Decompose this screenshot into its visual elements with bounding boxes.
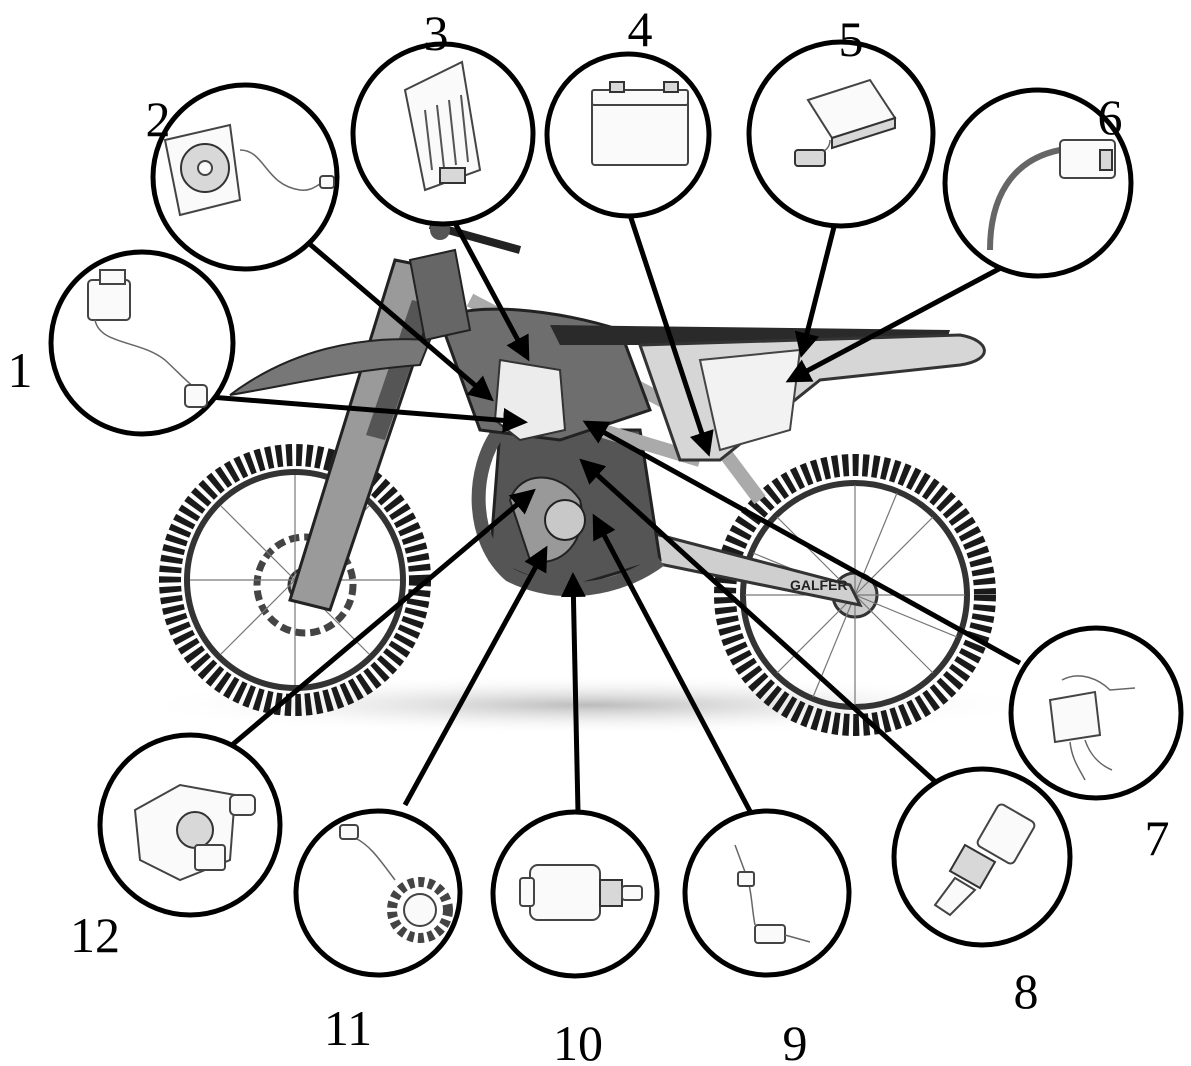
callout-number-8: 8 (1014, 963, 1039, 1019)
callout-10 (493, 812, 657, 976)
callout-number-2: 2 (146, 91, 171, 147)
arrow-10 (573, 577, 578, 812)
callout-number-11: 11 (324, 1000, 372, 1056)
callout-number-9: 9 (783, 1015, 808, 1066)
callout-9 (685, 811, 849, 975)
callout-7 (1011, 628, 1181, 798)
callout-11 (296, 811, 460, 975)
callout-4 (547, 54, 709, 216)
callout-number-1: 1 (8, 342, 33, 398)
callout-1 (51, 252, 233, 434)
callout-12 (100, 735, 280, 915)
callout-number-5: 5 (839, 11, 864, 67)
callout-number-7: 7 (1145, 810, 1170, 866)
callout-8 (894, 769, 1070, 945)
callout-number-12: 12 (70, 907, 120, 963)
battery-icon (592, 82, 688, 165)
callout-3 (353, 44, 533, 224)
callout-number-3: 3 (424, 5, 449, 61)
callout-5 (749, 42, 933, 226)
callout-2 (153, 85, 337, 269)
swingarm-decal: GALFER (790, 577, 848, 593)
motorcycle-illustration: GALFER (130, 220, 1050, 735)
callout-number-10: 10 (553, 1015, 603, 1066)
callout-number-4: 4 (628, 1, 653, 57)
callout-number-6: 6 (1098, 89, 1123, 145)
